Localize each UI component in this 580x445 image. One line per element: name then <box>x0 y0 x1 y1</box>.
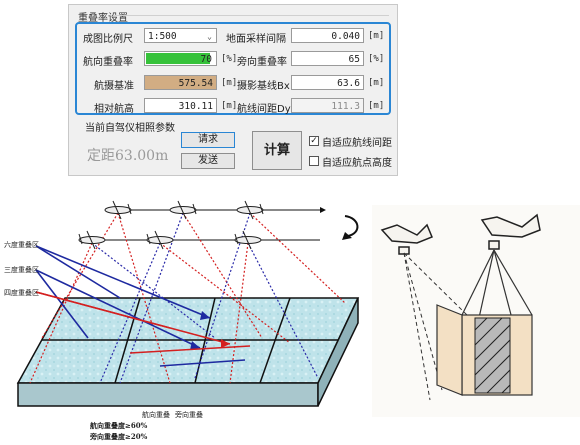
highlight-frame <box>75 22 391 115</box>
baseline-label: 航摄基准 <box>94 81 134 92</box>
group-divider <box>113 15 389 16</box>
rel-height-label: 相对航高 <box>94 104 134 115</box>
side-overlap-label: 旁向重叠率 <box>237 57 287 68</box>
forward-overlap-caption: 航向重叠 <box>142 411 170 419</box>
scale-select[interactable]: 1:500 ⌄ <box>144 28 217 43</box>
gsd-unit: [m] <box>368 31 385 41</box>
photo-baseline-unit: [m] <box>368 78 385 88</box>
rel-height-unit: [m] <box>221 101 238 111</box>
gsd-label: 地面采样间隔 <box>226 34 286 45</box>
chevron-down-icon: ⌄ <box>207 32 212 41</box>
line-spacing-unit: [m] <box>368 101 385 111</box>
four-overlap-label: 四度重叠区 <box>4 289 39 297</box>
forward-overlap-input[interactable]: 70 <box>144 51 217 66</box>
rel-height-input[interactable]: 310.11 <box>144 98 217 113</box>
side-formula: 旁向重叠度≥20% <box>90 432 148 441</box>
gsd-input[interactable]: 0.040 <box>291 28 364 43</box>
forward-overlap-fill <box>146 53 210 64</box>
six-overlap-label: 六度重叠区 <box>4 241 39 249</box>
send-button[interactable]: 发送 <box>181 153 235 169</box>
forward-overlap-unit: [%] <box>221 54 238 64</box>
side-overlap-unit: [%] <box>368 54 385 64</box>
gps-group-title: 当前自驾仪相照参数 <box>85 123 175 134</box>
scale-label: 成图比例尺 <box>83 34 133 45</box>
photo-baseline-label: 摄影基线Bx <box>237 81 290 92</box>
footprint-sketch <box>372 205 580 417</box>
request-button[interactable]: 请求 <box>181 132 235 148</box>
overlap-settings-dialog: 重叠率设置 成图比例尺 1:500 ⌄ 地面采样间隔 0.040 [m] 航向重… <box>68 4 398 176</box>
calculate-button[interactable]: 计算 <box>252 131 302 170</box>
group-title: 重叠率设置 <box>78 13 128 24</box>
adapt-height-label: 自适应航点高度 <box>322 158 392 169</box>
forward-overlap-value: 70 <box>200 54 212 65</box>
adapt-spacing-checkbox[interactable]: ✓ <box>309 136 319 146</box>
adapt-height-checkbox[interactable] <box>309 156 319 166</box>
side-overlap-input[interactable]: 65 <box>291 51 364 66</box>
forward-overlap-label: 航向重叠率 <box>83 57 133 68</box>
gps-status-text: 定距63.00m <box>87 148 169 164</box>
adapt-spacing-label: 自适应航线间距 <box>322 138 392 149</box>
scale-value: 1:500 <box>148 31 177 42</box>
side-overlap-caption: 旁向重叠 <box>175 411 203 419</box>
line-spacing-input[interactable]: 111.3 <box>291 98 364 113</box>
three-overlap-label: 三度重叠区 <box>4 266 39 274</box>
baseline-input[interactable]: 575.54 <box>144 75 217 90</box>
baseline-unit: [m] <box>221 78 238 88</box>
line-spacing-label: 航线间距Dy <box>237 104 291 115</box>
forward-formula: 航向重叠度≥60% <box>90 421 148 430</box>
overlap-diagram <box>16 200 360 407</box>
photo-baseline-input[interactable]: 63.6 <box>291 75 364 90</box>
